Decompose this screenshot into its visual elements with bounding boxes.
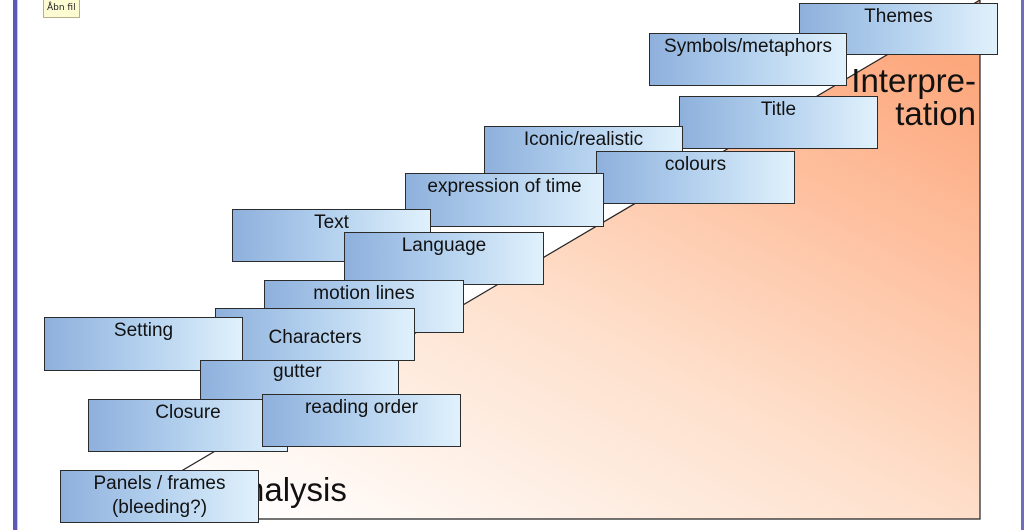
step-title: Title bbox=[679, 96, 878, 149]
step-language: Language bbox=[344, 232, 544, 285]
interpretation-label: Interpre- tation bbox=[851, 62, 976, 132]
open-file-button[interactable]: Åbn fil bbox=[43, 0, 80, 18]
step-motion-lines: motion lines bbox=[264, 280, 464, 333]
window-left-border bbox=[13, 0, 17, 530]
step-symbols-metaphors: Symbols/metaphors bbox=[649, 33, 847, 86]
step-panels-frames: Panels / frames (bleeding?) bbox=[60, 470, 259, 523]
step-reading-order: reading order bbox=[262, 394, 461, 447]
step-expression-of-time: expression of time bbox=[405, 173, 604, 227]
window-left-border-highlight bbox=[17, 0, 18, 530]
step-characters: Characters bbox=[215, 308, 415, 361]
window-right-border bbox=[1021, 0, 1024, 530]
step-closure: Closure bbox=[88, 399, 288, 452]
step-colours: colours bbox=[596, 151, 795, 204]
